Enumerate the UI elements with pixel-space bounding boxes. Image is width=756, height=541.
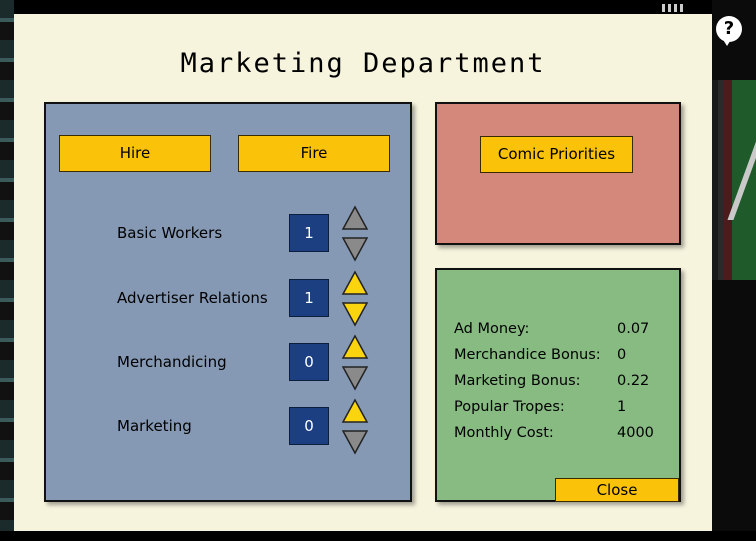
background-top — [0, 0, 756, 14]
advertiser-relations-increase-arrow-icon[interactable] — [341, 270, 369, 296]
merchandicing-decrease-arrow-icon[interactable] — [341, 365, 369, 391]
monthly-cost-label: Monthly Cost: — [454, 425, 554, 441]
basic-workers-count: 1 — [289, 214, 329, 252]
marketing-department-dialog: Marketing Department Hire Fire Basic Wor… — [14, 14, 712, 531]
popular-tropes-label: Popular Tropes: — [454, 399, 565, 415]
comic-priorities-panel: Comic Priorities — [435, 102, 681, 245]
advertiser-relations-decrease-arrow-icon[interactable] — [341, 301, 369, 327]
hire-button[interactable]: Hire — [59, 135, 211, 172]
background-building-left — [0, 0, 14, 541]
dialog-title: Marketing Department — [180, 48, 546, 79]
advertiser-relations-label: Advertiser Relations — [117, 289, 268, 307]
background-scene-right — [712, 0, 756, 541]
basic-workers-label: Basic Workers — [117, 224, 223, 242]
fire-button[interactable]: Fire — [238, 135, 390, 172]
staff-panel: Hire Fire Basic Workers 1 Advertiser Rel… — [44, 102, 412, 502]
advertiser-relations-count: 1 — [289, 279, 329, 317]
help-icon[interactable]: ? — [716, 16, 742, 46]
popular-tropes-value: 1 — [617, 399, 627, 415]
merchandicing-count: 0 — [289, 343, 329, 381]
merchandice-bonus-label: Merchandice Bonus: — [454, 347, 601, 363]
marketing-increase-arrow-icon[interactable] — [341, 398, 369, 424]
ad-money-label: Ad Money: — [454, 321, 530, 337]
close-button[interactable]: Close — [555, 478, 679, 502]
marketing-count: 0 — [289, 407, 329, 445]
merchandicing-label: Merchandicing — [117, 353, 227, 371]
marketing-decrease-arrow-icon[interactable] — [341, 429, 369, 455]
basic-workers-decrease-arrow-icon[interactable] — [341, 236, 369, 262]
corner-decoration-icon — [662, 4, 686, 12]
background-bottom — [0, 531, 756, 541]
marketing-bonus-label: Marketing Bonus: — [454, 373, 581, 389]
marketing-label: Marketing — [117, 417, 192, 435]
marketing-bonus-value: 0.22 — [617, 373, 650, 389]
basic-workers-increase-arrow-icon[interactable] — [341, 205, 369, 231]
merchandice-bonus-value: 0 — [617, 347, 627, 363]
ad-money-value: 0.07 — [617, 321, 650, 337]
background-wall — [712, 80, 756, 280]
stats-panel: Ad Money: 0.07 Merchandice Bonus: 0 Mark… — [435, 268, 681, 502]
comic-priorities-button[interactable]: Comic Priorities — [480, 136, 633, 173]
merchandicing-increase-arrow-icon[interactable] — [341, 334, 369, 360]
monthly-cost-value: 4000 — [617, 425, 654, 441]
